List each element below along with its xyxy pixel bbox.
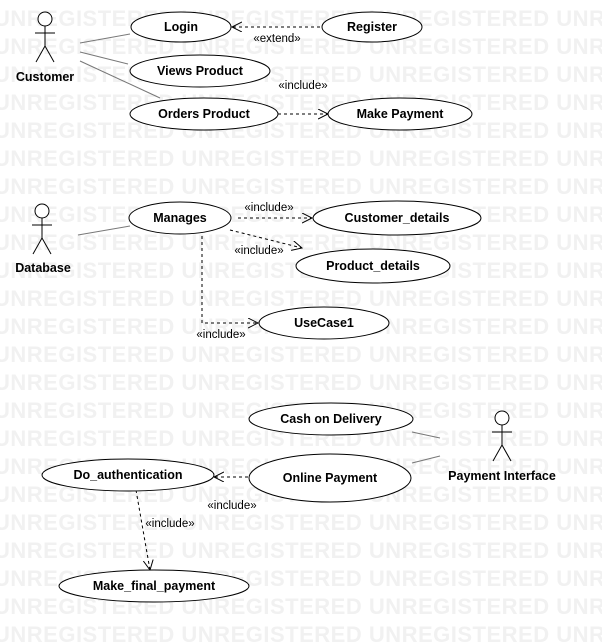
use-case-register-label: Register	[347, 20, 397, 34]
use-case-customer-details-label: Customer_details	[345, 211, 450, 225]
association-payment-cash	[411, 431, 441, 439]
use-case-login[interactable]	[130, 11, 232, 43]
use-case-online-payment-label: Online Payment	[283, 471, 378, 485]
use-case-views-product[interactable]	[129, 54, 271, 88]
association-database-manages	[77, 225, 131, 236]
actor-database-figure[interactable]	[32, 203, 52, 255]
use-case-cash-on-delivery-label: Cash on Delivery	[280, 412, 381, 426]
actor-payment-interface-figure[interactable]	[492, 410, 512, 462]
association-customer-views-product	[79, 51, 129, 65]
stereotype-include-customer-details: «include»	[244, 202, 293, 214]
use-case-usecase1-label: UseCase1	[294, 316, 354, 330]
association-payment-online	[411, 455, 441, 464]
stereotype-include-make-payment: «include»	[278, 80, 327, 92]
stereotype-include-make-final-payment: «include»	[145, 518, 194, 530]
include-manages-product-details	[229, 229, 302, 248]
use-case-orders-product-label: Orders Product	[158, 107, 251, 121]
actor-customer-figure[interactable]	[35, 11, 55, 63]
use-case-manages[interactable]	[128, 201, 232, 235]
use-case-login-label: Login	[164, 20, 198, 34]
use-case-views-product-label: Views Product	[157, 64, 244, 78]
use-case-customer-details[interactable]	[312, 200, 482, 236]
stereotype-include-product-details: «include»	[234, 245, 283, 257]
use-case-online-payment[interactable]	[248, 453, 412, 503]
include-do-authentication-make-final	[135, 489, 150, 570]
use-case-do-authentication[interactable]	[41, 458, 215, 492]
use-case-orders-product[interactable]	[129, 97, 279, 131]
use-case-product-details-label: Product_details	[326, 259, 420, 273]
stereotype-extend: «extend»	[253, 33, 300, 45]
actor-database-label: Database	[15, 261, 71, 275]
use-case-register[interactable]	[321, 11, 423, 43]
stereotype-include-do-authentication: «include»	[207, 500, 256, 512]
stereotype-include-usecase1: «include»	[196, 329, 245, 341]
use-case-do-authentication-label: Do_authentication	[73, 468, 182, 482]
use-case-manages-label: Manages	[153, 211, 207, 225]
use-case-make-payment[interactable]	[327, 97, 473, 131]
include-manages-usecase1	[201, 236, 258, 323]
use-case-make-final-payment[interactable]	[58, 569, 250, 603]
actor-customer-label: Customer	[16, 70, 74, 84]
use-case-product-details[interactable]	[295, 248, 451, 284]
use-case-make-final-payment-label: Make_final_payment	[93, 579, 216, 593]
association-customer-login	[79, 33, 131, 44]
use-case-cash-on-delivery[interactable]	[248, 402, 414, 436]
association-customer-orders-product	[79, 60, 161, 99]
actor-payment-interface-label: Payment Interface	[448, 469, 556, 483]
use-case-usecase1[interactable]	[258, 306, 390, 340]
use-case-make-payment-label: Make Payment	[357, 107, 445, 121]
